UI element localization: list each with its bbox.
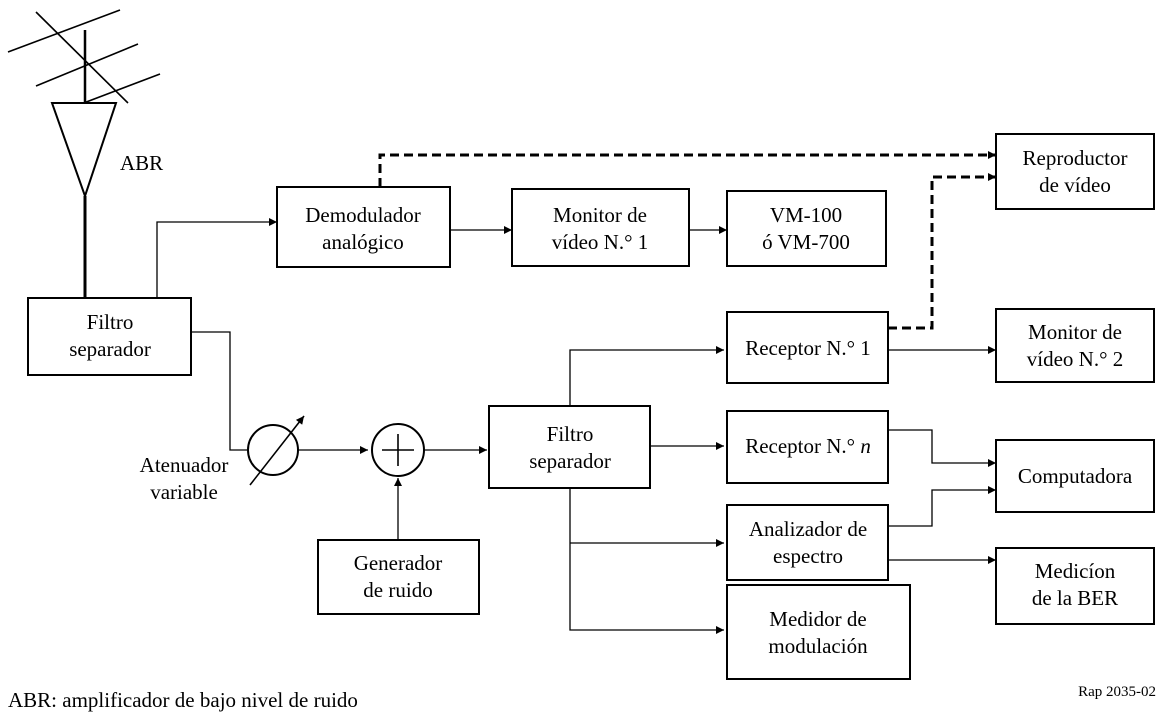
- footnote: ABR: amplificador de bajo nivel de ruido: [8, 688, 358, 712]
- abr-label: ABR: [120, 151, 163, 175]
- receptor-1-block: Receptor N.° 1: [726, 311, 889, 384]
- monitor-video-2-block: Monitor de vídeo N.° 2: [995, 308, 1155, 383]
- svg-text:Filtro: Filtro: [547, 422, 594, 446]
- svg-text:Generador: Generador: [354, 551, 443, 575]
- svg-text:de ruido: de ruido: [363, 578, 432, 602]
- reproductor-video-block: Reproductor de vídeo: [995, 133, 1155, 210]
- svg-text:Receptor N.° n: Receptor N.° n: [745, 434, 871, 458]
- svg-text:modulación: modulación: [768, 634, 868, 658]
- svg-text:separador: separador: [529, 449, 611, 473]
- filtro-separador-2-block: Filtro separador: [488, 405, 651, 489]
- svg-text:Reproductor: Reproductor: [1023, 146, 1128, 170]
- svg-text:Monitor de: Monitor de: [553, 203, 647, 227]
- computadora-block: Computadora: [995, 439, 1155, 513]
- antenna-icon: [7, 9, 161, 113]
- svg-text:vídeo N.° 2: vídeo N.° 2: [1027, 347, 1123, 371]
- svg-text:Medicíon: Medicíon: [1035, 559, 1116, 583]
- svg-text:Medidor de: Medidor de: [769, 607, 866, 631]
- analizador-espectro-block: Analizador de espectro: [726, 504, 889, 581]
- medicion-ber-block: Medicíon de la BER: [995, 547, 1155, 625]
- summing-node-icon: [371, 423, 425, 477]
- vm-block: VM-100 ó VM-700: [726, 190, 887, 267]
- filtro-separador-1-block: Filtro separador: [27, 297, 192, 376]
- video-dashed-lines: [378, 151, 996, 330]
- svg-text:espectro: espectro: [773, 544, 843, 568]
- svg-text:analógico: analógico: [322, 230, 404, 254]
- monitor-video-1-block: Monitor de vídeo N.° 1: [511, 188, 690, 267]
- receptor-n-block: Receptor N.° n: [726, 410, 889, 484]
- medidor-modulacion-block: Medidor de modulación: [726, 584, 911, 680]
- svg-text:Receptor N.° 1: Receptor N.° 1: [745, 336, 871, 360]
- svg-text:VM-100: VM-100: [770, 203, 842, 227]
- svg-text:Demodulador: Demodulador: [305, 203, 420, 227]
- svg-text:vídeo N.° 1: vídeo N.° 1: [552, 230, 648, 254]
- lna-amplifier-icon: [50, 102, 118, 200]
- svg-text:Monitor de: Monitor de: [1028, 320, 1122, 344]
- generador-ruido-block: Generador de ruido: [317, 539, 480, 615]
- demodulador-block: Demodulador analógico: [276, 186, 451, 268]
- figure-reference: Rap 2035-02: [1078, 684, 1156, 700]
- svg-text:de la BER: de la BER: [1032, 586, 1118, 610]
- atenuador-label-line2: variable: [150, 480, 218, 504]
- svg-text:Analizador de: Analizador de: [749, 517, 867, 541]
- svg-text:Computadora: Computadora: [1018, 464, 1133, 488]
- svg-text:ó VM-700: ó VM-700: [762, 230, 850, 254]
- variable-attenuator-icon: [247, 415, 305, 486]
- svg-text:Filtro: Filtro: [87, 310, 134, 334]
- svg-text:separador: separador: [69, 337, 151, 361]
- atenuador-label-line1: Atenuador: [140, 453, 229, 477]
- svg-text:de vídeo: de vídeo: [1039, 173, 1111, 197]
- connections: [156, 218, 996, 634]
